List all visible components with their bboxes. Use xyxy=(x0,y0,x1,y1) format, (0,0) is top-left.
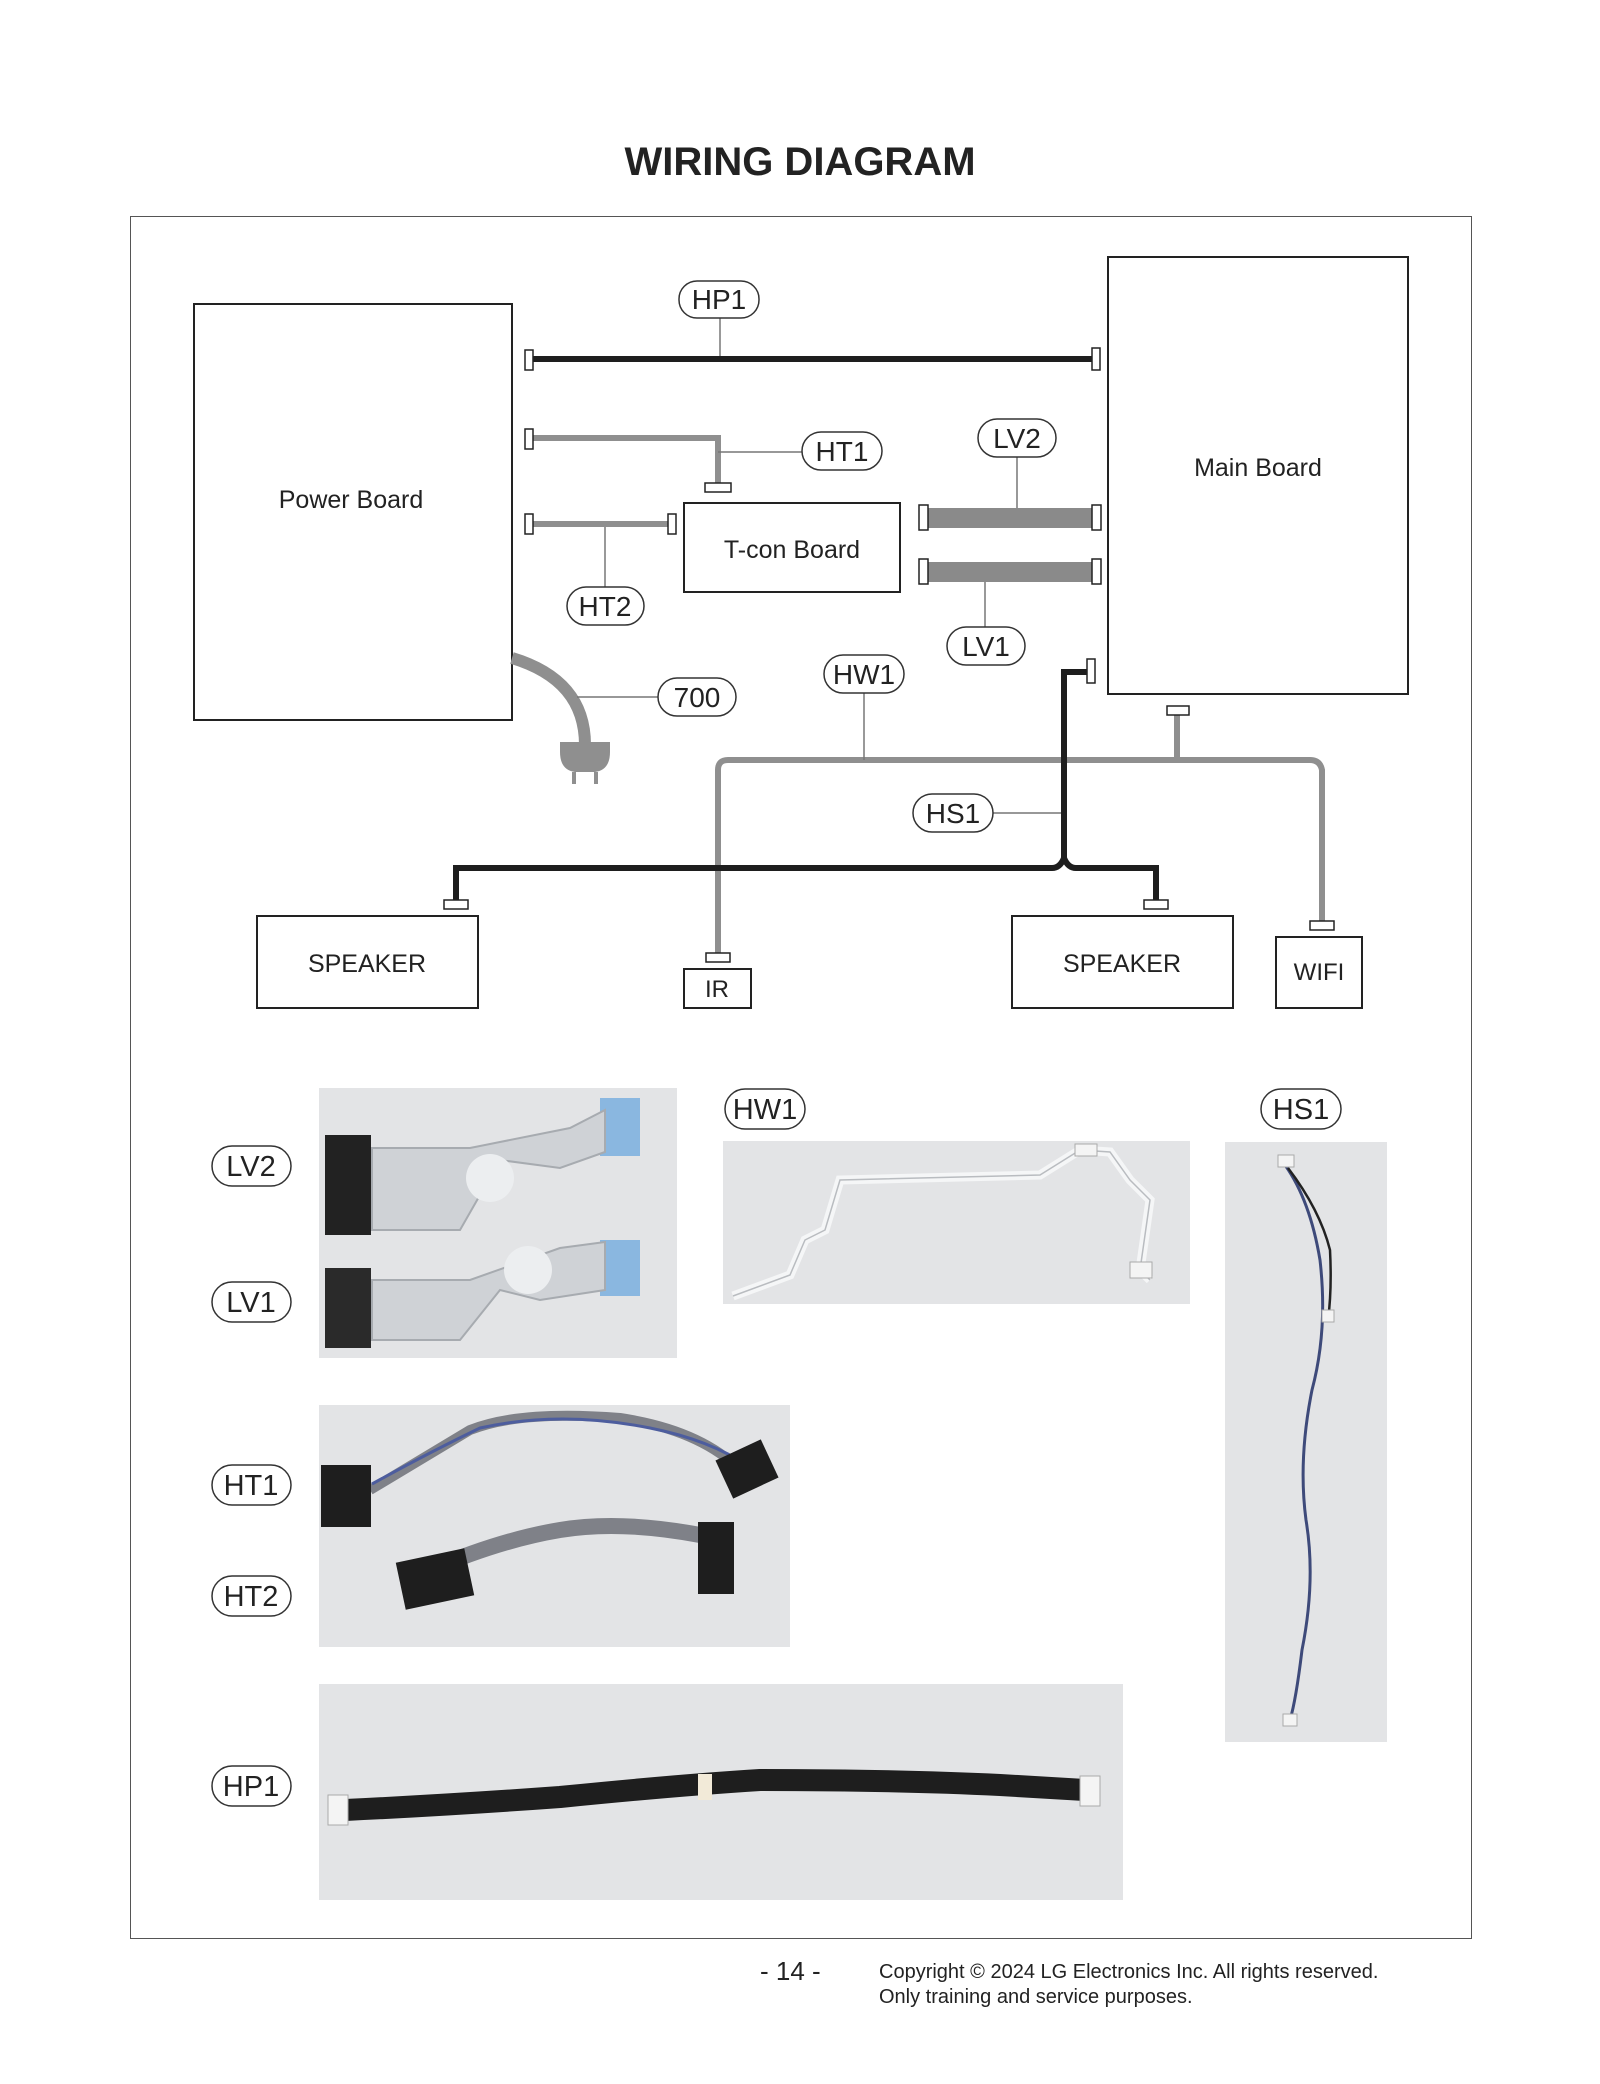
label-hs1: HS1 xyxy=(912,793,994,833)
svg-text:HT1: HT1 xyxy=(224,1470,279,1502)
power-board-label: Power Board xyxy=(279,486,424,514)
svg-text:HW1: HW1 xyxy=(733,1094,797,1126)
ir-label: IR xyxy=(705,976,729,1003)
photo-ht-cables xyxy=(319,1405,790,1647)
cable-hp1 xyxy=(524,318,1101,371)
label-lv1: LV1 xyxy=(946,626,1026,666)
cable-ht1 xyxy=(524,428,802,493)
svg-text:700: 700 xyxy=(674,682,721,713)
cable-ht2 xyxy=(524,513,677,588)
main-board-label: Main Board xyxy=(1194,454,1322,482)
svg-text:HS1: HS1 xyxy=(926,798,980,829)
svg-text:HW1: HW1 xyxy=(833,659,895,690)
svg-text:HT2: HT2 xyxy=(224,1581,279,1613)
label-lv2: LV2 xyxy=(977,418,1057,458)
svg-text:LV2: LV2 xyxy=(226,1151,275,1183)
label-700: 700 xyxy=(657,677,737,717)
photo-lv-cables xyxy=(319,1088,677,1358)
tcon-board: T-con Board xyxy=(683,502,901,593)
svg-text:HS1: HS1 xyxy=(1273,1094,1329,1126)
wifi-label: WIFI xyxy=(1294,959,1345,986)
photo-hw1-cable xyxy=(723,1141,1190,1304)
svg-text:HT2: HT2 xyxy=(579,591,632,622)
svg-text:LV1: LV1 xyxy=(962,631,1010,662)
svg-text:HT1: HT1 xyxy=(816,436,869,467)
speaker-right: SPEAKER xyxy=(1011,915,1234,1009)
wifi-board: WIFI xyxy=(1275,936,1363,1009)
label-hp1: HP1 xyxy=(678,280,760,319)
main-board: Main Board xyxy=(1107,256,1409,695)
photo-label-hs1: HS1 xyxy=(1260,1088,1342,1130)
page-title: WIRING DIAGRAM xyxy=(624,140,976,184)
speaker-left: SPEAKER xyxy=(256,915,479,1009)
plug-icon xyxy=(560,742,610,772)
photo-label-hp1: HP1 xyxy=(211,1765,292,1807)
photo-label-ht1: HT1 xyxy=(211,1464,292,1506)
svg-text:LV1: LV1 xyxy=(226,1287,275,1319)
svg-text:HP1: HP1 xyxy=(692,284,746,315)
cable-hs1 xyxy=(443,658,1169,910)
ir-board: IR xyxy=(683,968,752,1009)
copyright-line-2: Only training and service purposes. xyxy=(879,1986,1193,2008)
page-number: - 14 - xyxy=(760,1956,821,1986)
photo-label-lv2: LV2 xyxy=(211,1145,292,1187)
svg-text:LV2: LV2 xyxy=(993,423,1041,454)
photo-label-lv1: LV1 xyxy=(211,1281,292,1323)
photo-hs1-cable xyxy=(1225,1142,1387,1742)
photo-label-ht2: HT2 xyxy=(211,1575,292,1617)
power-cord-700 xyxy=(510,652,660,784)
label-ht1: HT1 xyxy=(801,431,883,471)
power-board: Power Board xyxy=(193,303,513,721)
label-ht2: HT2 xyxy=(566,586,645,626)
copyright-notice: Copyright © 2024 LG Electronics Inc. All… xyxy=(879,1960,1378,2010)
tcon-board-label: T-con Board xyxy=(724,536,860,564)
diagram-frame xyxy=(130,216,1472,1939)
speaker-left-label: SPEAKER xyxy=(308,950,426,978)
cable-hw1 xyxy=(705,690,1335,963)
speaker-right-label: SPEAKER xyxy=(1063,950,1181,978)
photo-label-hw1: HW1 xyxy=(724,1088,806,1130)
cable-lv1 xyxy=(918,558,1102,627)
cable-lv2 xyxy=(918,457,1102,531)
svg-text:HP1: HP1 xyxy=(223,1771,279,1803)
photo-hp1-cable xyxy=(319,1684,1123,1900)
copyright-line-1: Copyright © 2024 LG Electronics Inc. All… xyxy=(879,1961,1379,1983)
label-hw1: HW1 xyxy=(823,654,905,694)
